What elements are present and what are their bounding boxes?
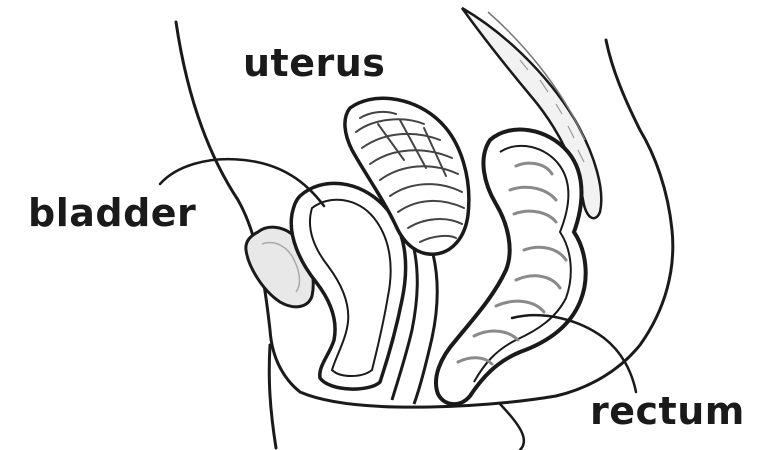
- lower-body-outline-right: [500, 404, 524, 450]
- rectum-label: rectum: [590, 392, 745, 430]
- uterus-label: uterus: [243, 44, 385, 82]
- bladder-label: bladder: [28, 194, 196, 232]
